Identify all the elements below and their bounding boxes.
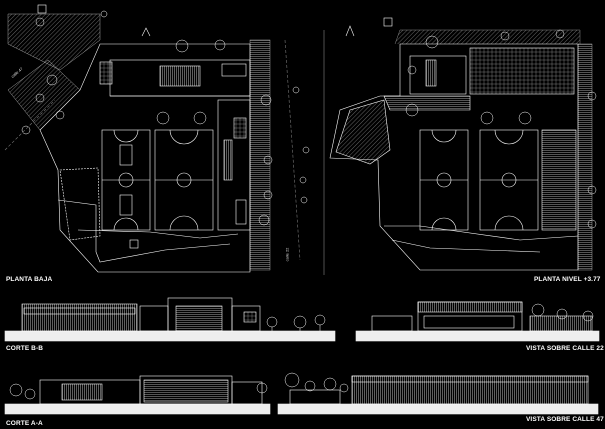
title-planta-baja: PLANTA BAJA	[6, 276, 53, 283]
plan-ground-floor	[4, 4, 310, 273]
title-vista-calle-47: VISTA SOBRE CALLE 47	[526, 416, 604, 423]
section-b-b	[4, 297, 336, 342]
elevation-calle-47	[277, 372, 599, 415]
section-a-a	[4, 375, 271, 415]
title-corte-b-b: CORTE B-B	[6, 345, 44, 352]
plan-upper-level	[323, 17, 597, 275]
title-corte-a-a: CORTE A-A	[6, 420, 43, 427]
street-label-calle-22: calle 22	[284, 247, 290, 262]
title-planta-nivel: PLANTA NIVEL +3.77	[534, 276, 601, 283]
title-vista-calle-22: VISTA SOBRE CALLE 22	[526, 345, 604, 352]
elevation-calle-22	[355, 301, 600, 342]
